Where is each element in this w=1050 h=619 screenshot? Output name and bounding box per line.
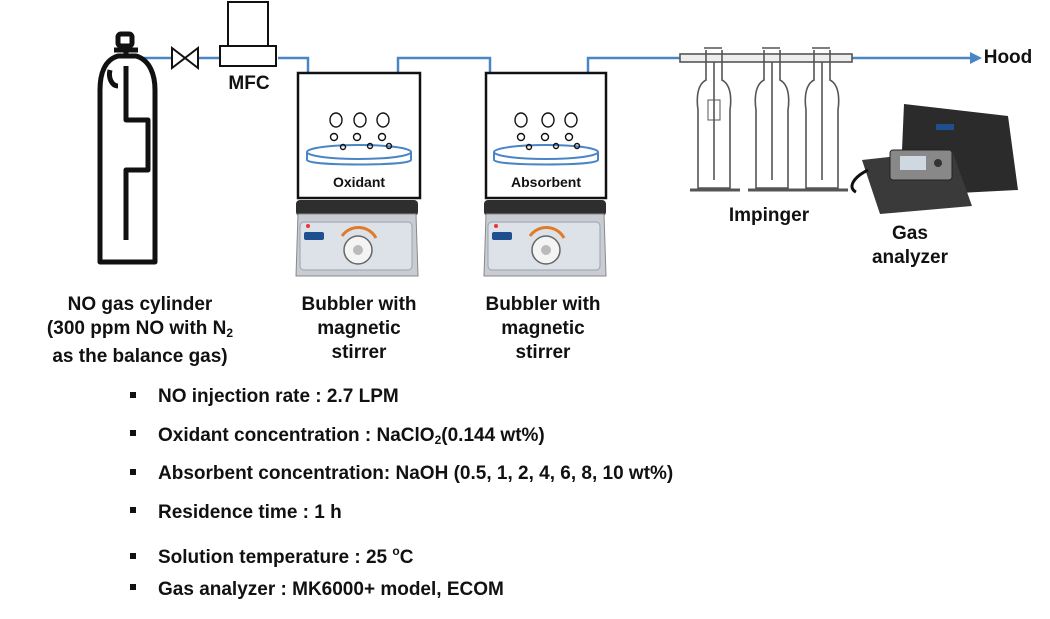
gas-cylinder-icon — [97, 31, 158, 265]
gas-cylinder-label: NO gas cylinder (300 ppm NO with N2 as t… — [46, 294, 234, 367]
oxidant-box-label: Oxidant — [332, 174, 386, 190]
hood-label: Hood — [983, 47, 1033, 68]
condition-item: NO injection rate : 2.7 LPM — [130, 384, 673, 423]
bullet-icon — [130, 391, 136, 398]
absorbent-bubbler-icon — [484, 71, 608, 200]
gas-analyzer-icon — [850, 104, 1018, 214]
hood-arrow-icon — [970, 52, 982, 64]
bullet-icon — [130, 468, 136, 475]
bullet-icon — [130, 584, 136, 591]
magnetic-stirrer-icon — [295, 200, 419, 277]
bullet-icon — [130, 430, 136, 437]
oxidant-bubbler-icon — [296, 71, 422, 200]
valve-icon — [171, 45, 199, 71]
impinger-label: Impinger — [728, 205, 810, 226]
bullet-icon — [130, 552, 136, 559]
condition-item: Gas analyzer : MK6000+ model, ECOM — [130, 577, 673, 616]
condition-item: Residence time : 1 h — [130, 500, 673, 539]
mfc-label: MFC — [228, 73, 270, 94]
mfc-icon — [219, 1, 277, 67]
experimental-conditions-list: NO injection rate : 2.7 LPM Oxidant conc… — [130, 384, 673, 615]
condition-item: Solution temperature : 25 oC — [130, 538, 673, 577]
impinger-icon — [679, 47, 853, 192]
condition-item: Absorbent concentration: NaOH (0.5, 1, 2… — [130, 461, 673, 500]
condition-item: Oxidant concentration : NaClO2(0.144 wt%… — [130, 423, 673, 462]
absorbent-box-label: Absorbent — [511, 174, 581, 190]
bullet-icon — [130, 507, 136, 514]
magnetic-stirrer-icon — [483, 200, 607, 277]
